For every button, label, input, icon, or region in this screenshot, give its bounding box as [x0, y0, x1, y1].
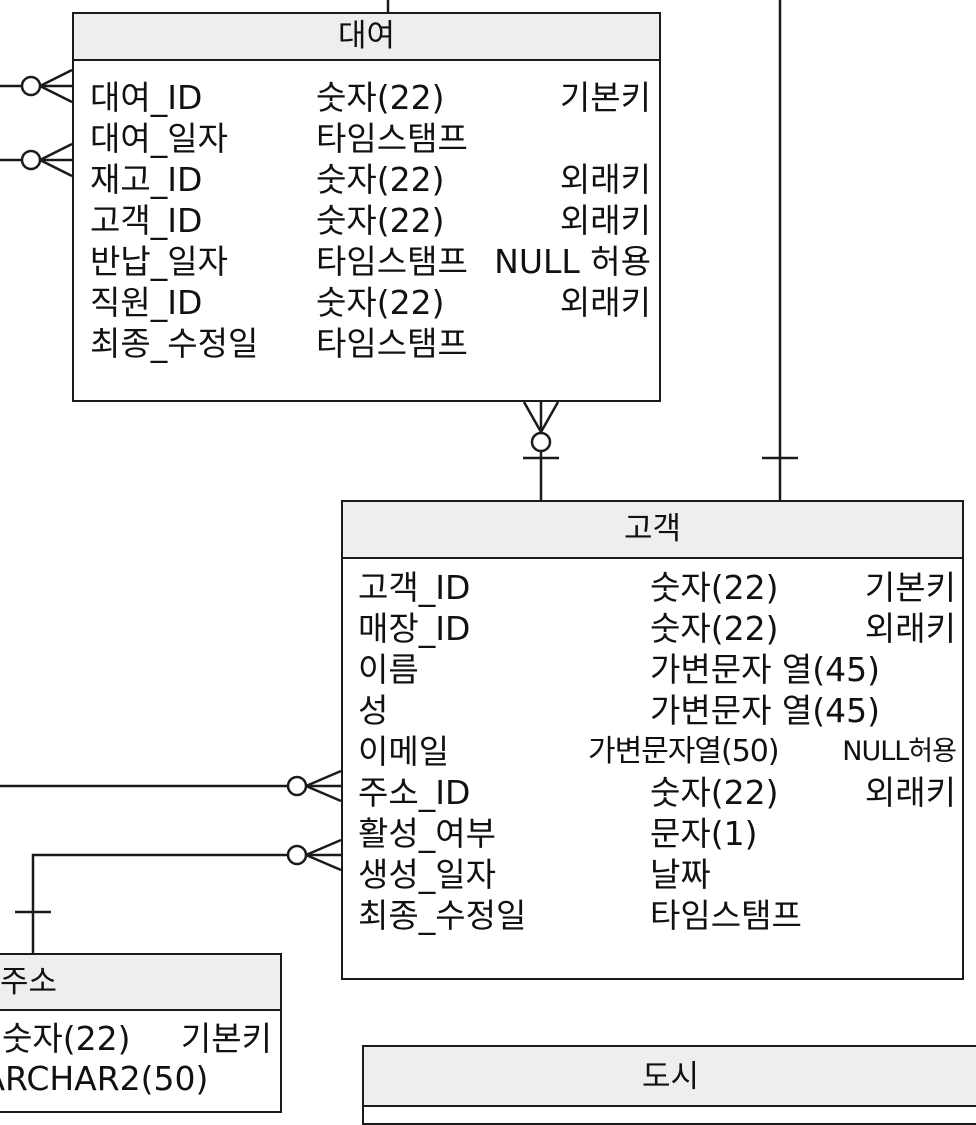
column-key: 기본키 [559, 78, 651, 117]
column-name: 이름 [358, 650, 419, 689]
column-type: VARCHAR2(50) [0, 1059, 209, 1098]
column-key: NULL 허용 [494, 242, 651, 281]
city-entity-title: 도시 [364, 1047, 976, 1107]
customer-column-row: 성 가변문자 열(45) [343, 691, 962, 731]
column-type: 타임스탬프 [316, 324, 468, 363]
column-key: 외래키 [559, 160, 651, 199]
column-type: 숫자(22) [316, 201, 445, 240]
column-name: 재고_ID [90, 160, 203, 199]
address-column-row: 숫자(22) 기본키 [0, 1019, 280, 1059]
column-type: 숫자(22) [650, 568, 779, 607]
column-key: 기본키 [180, 1019, 272, 1058]
relationship-lines [0, 0, 798, 953]
column-name: 대여_일자 [90, 119, 228, 158]
rental-staff-crow-upper [39, 142, 73, 162]
customer-entity-title: 고객 [343, 502, 962, 559]
column-key: 외래키 [864, 773, 956, 812]
rental-column-row: 직원_ID 숫자(22) 외래키 [74, 283, 659, 323]
address-customer-crow-upper [305, 838, 342, 857]
column-name: 성 [358, 691, 389, 730]
column-name: 직원_ID [90, 283, 203, 322]
column-type: 가변문자 열(45) [650, 650, 881, 689]
column-type: 타임스탬프 [316, 119, 468, 158]
column-name: 고객_ID [358, 568, 471, 607]
customer-column-row: 주소_ID 숫자(22) 외래키 [343, 773, 962, 813]
column-key: NULL허용 [842, 736, 957, 767]
column-key: 외래키 [559, 283, 651, 322]
column-type: 타임스탬프 [316, 242, 468, 281]
rental-entity: 대여 대여_ID 숫자(22) 기본키 대여_일자 타임스탬프 재고_ID 숫자… [72, 12, 661, 402]
customer-column-row: 이메일 가변문자열(50) NULL허용 [343, 732, 962, 772]
address-entity: 주소 숫자(22) 기본키 VARCHAR2(50) [0, 953, 282, 1113]
column-name: 최종_수정일 [90, 324, 259, 363]
column-type: 숫자(22) [316, 78, 445, 117]
customer-address-crow-lower [305, 784, 342, 803]
column-name: 이메일 [358, 732, 450, 771]
rental-column-row: 고객_ID 숫자(22) 외래키 [74, 201, 659, 241]
address-customer-zero-mark [286, 844, 308, 866]
rental-entity-title: 대여 [74, 14, 659, 61]
rental-staff-zero-mark [20, 149, 42, 171]
rental-customer-crow-left [522, 401, 543, 433]
rental-inventory-crow-upper [39, 68, 73, 88]
column-name: 생성_일자 [358, 855, 496, 894]
column-name: 매장_ID [358, 609, 471, 648]
rental-staff-crow-lower [39, 158, 73, 178]
customer-column-row: 최종_수정일 타임스탬프 [343, 896, 962, 936]
rental-column-row: 재고_ID 숫자(22) 외래키 [74, 160, 659, 200]
customer-address-zero-mark [286, 775, 308, 797]
rental-column-row: 최종_수정일 타임스탬프 [74, 324, 659, 364]
column-type: 날짜 [650, 855, 711, 894]
column-type: 가변문자열(50) [588, 734, 780, 769]
address-column-row: VARCHAR2(50) [0, 1059, 280, 1099]
customer-column-row: 생성_일자 날짜 [343, 855, 962, 895]
customer-column-row: 고객_ID 숫자(22) 기본키 [343, 568, 962, 608]
column-type: 숫자(22) [316, 283, 445, 322]
column-type: 문자(1) [650, 814, 758, 853]
address-customer-connector [31, 853, 288, 953]
rental-column-row: 대여_ID 숫자(22) 기본키 [74, 78, 659, 118]
column-name: 고객_ID [90, 201, 203, 240]
address-customer-crow-lower [305, 853, 342, 872]
customer-column-row: 활성_여부 문자(1) [343, 814, 962, 854]
customer-column-row: 이름 가변문자 열(45) [343, 650, 962, 690]
customer-entity: 고객 고객_ID 숫자(22) 기본키 매장_ID 숫자(22) 외래키 이름 … [341, 500, 964, 980]
rental-inventory-crow-lower [39, 84, 73, 104]
city-entity: 도시 [362, 1045, 976, 1125]
column-name: 주소_ID [358, 773, 471, 812]
column-type: 가변문자 열(45) [650, 691, 881, 730]
column-name: 활성_여부 [358, 814, 496, 853]
column-type: 타임스탬프 [650, 896, 802, 935]
rental-column-row: 반납_일자 타임스탬프 NULL 허용 [74, 242, 659, 282]
column-type: 숫자(22) [316, 160, 445, 199]
column-name: 최종_수정일 [358, 896, 527, 935]
column-key: 외래키 [559, 201, 651, 240]
column-type: 숫자(22) [650, 609, 779, 648]
column-name: 반납_일자 [90, 242, 228, 281]
column-type: 숫자(22) [650, 773, 779, 812]
address-entity-title: 주소 [0, 955, 280, 1011]
rental-inventory-zero-mark [20, 75, 42, 97]
column-type: 숫자(22) [2, 1019, 131, 1058]
rental-customer-zero-mark [530, 431, 552, 453]
customer-address-crow-upper [305, 769, 342, 788]
rental-customer-crow-right [539, 401, 560, 433]
column-name: 대여_ID [90, 78, 203, 117]
column-key: 외래키 [864, 609, 956, 648]
column-key: 기본키 [864, 568, 956, 607]
customer-column-row: 매장_ID 숫자(22) 외래키 [343, 609, 962, 649]
rental-column-row: 대여_일자 타임스탬프 [74, 119, 659, 159]
